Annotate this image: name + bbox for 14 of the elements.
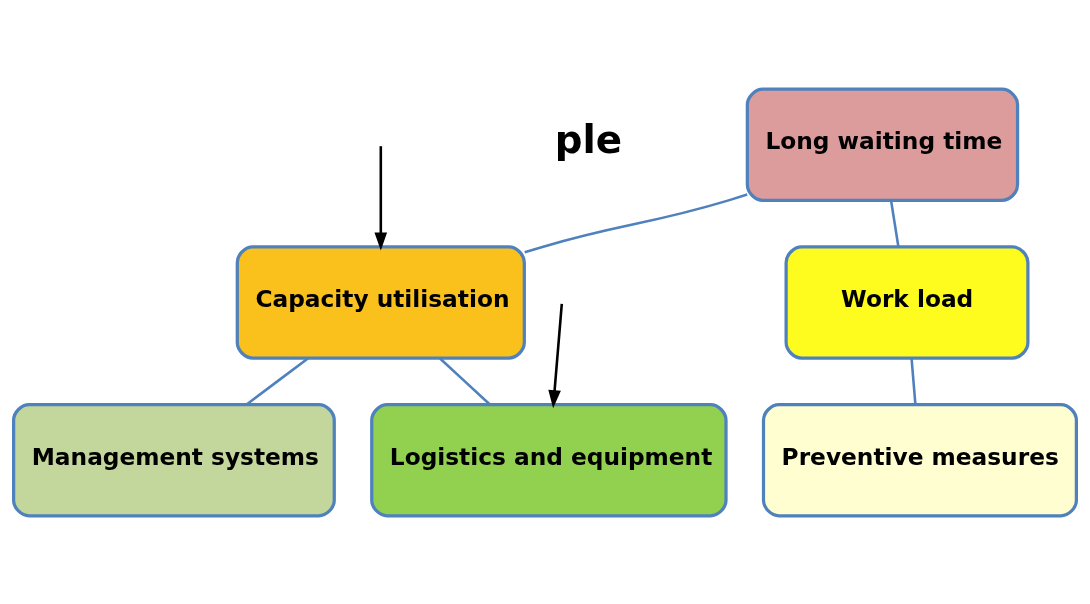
arrow xyxy=(374,145,388,251)
connector xyxy=(439,357,491,405)
node-box: Logistics and equipment xyxy=(370,402,728,517)
connector xyxy=(910,357,917,404)
connector xyxy=(245,356,309,405)
node-box: Work load xyxy=(784,244,1030,360)
connector xyxy=(889,200,900,247)
arrow xyxy=(548,303,564,408)
node-box: Management systems xyxy=(12,402,336,517)
connector xyxy=(524,192,748,253)
node-box: Capacity utilisation xyxy=(235,244,526,360)
node-box: Long waiting time xyxy=(745,87,1020,202)
node-box: Preventive measures xyxy=(761,402,1078,517)
label: ple xyxy=(554,116,623,162)
